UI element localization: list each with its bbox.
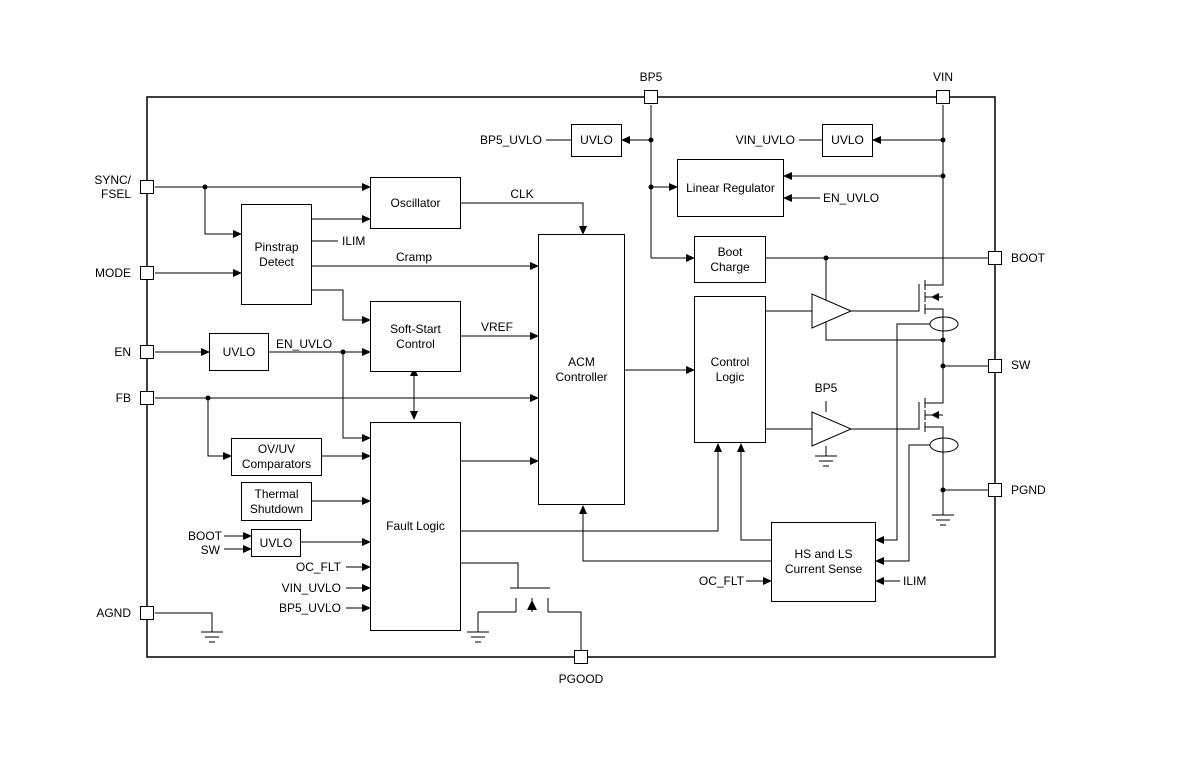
bp5-uvlo-block: UVLO [571,124,622,157]
pin-sw-square [988,359,1002,373]
cramp-label: Cramp [395,250,433,264]
pin-en-label: EN [114,345,131,359]
pin-fb-label: FB [115,391,131,405]
ilim-cs-label: ILIM [903,574,927,588]
clk-label: CLK [510,187,534,201]
bp5-uvlo-out-label: BP5_UVLO [479,133,542,147]
pin-bp5-label: BP5 [639,70,663,84]
pin-bp5-square [644,90,658,104]
oc-flt-out-label: OC_FLT [698,574,744,588]
boot-uvlo-block: UVLO [251,529,301,557]
thermal-shutdown-block: Thermal Shutdown [241,482,312,521]
soft-start-block: Soft-Start Control [370,301,461,372]
bp5-driver-label: BP5 [814,381,838,395]
pin-pgood-square [574,650,588,664]
pin-mode-label: MODE [95,266,131,280]
pin-vin-square [936,90,950,104]
ov-uv-comparators-block: OV/UV Comparators [231,438,322,476]
pin-sync-fsel-label: SYNC/ FSEL [94,173,131,201]
en-uvlo-out-label: EN_UVLO [276,337,333,351]
vin-uvlo-block: UVLO [822,124,873,157]
pin-pgood-label: PGOOD [558,672,604,686]
pin-en-square [140,345,154,359]
bp5-uvlo-in-label: BP5_UVLO [278,601,341,615]
pin-sync-fsel-square [140,180,154,194]
en-uvlo-block: UVLO [209,333,269,371]
pinstrap-detect-block: Pinstrap Detect [241,204,312,305]
pin-agnd-square [140,606,154,620]
pin-pgnd-label: PGND [1011,483,1046,497]
ilim-pinstrap-label: ILIM [342,234,366,248]
pin-sw-label: SW [1011,358,1031,372]
pin-vin-label: VIN [932,70,954,84]
pin-pgnd-square [988,483,1002,497]
boot-charge-block: Boot Charge [694,236,766,283]
pin-boot-square [988,251,1002,265]
current-sense-block: HS and LS Current Sense [771,522,876,602]
linear-regulator-block: Linear Regulator [677,159,784,217]
acm-controller-block: ACM Controller [538,234,625,505]
pin-agnd-label: AGND [96,606,131,620]
pin-boot-label: BOOT [1011,251,1046,265]
control-logic-block: Control Logic [694,296,766,443]
pin-fb-square [140,391,154,405]
vin-uvlo-out-label: VIN_UVLO [735,133,795,147]
en-uvlo-in-label: EN_UVLO [823,191,880,205]
vin-uvlo-in-label: VIN_UVLO [281,581,341,595]
pin-mode-square [140,266,154,280]
fault-logic-block: Fault Logic [370,422,461,631]
oscillator-block: Oscillator [370,177,461,229]
chip-outline [146,96,996,658]
boot-in-label: BOOT [187,529,222,543]
vref-label: VREF [480,320,514,334]
oc-flt-in-label: OC_FLT [295,560,341,574]
sw-in-label: SW [200,543,220,557]
